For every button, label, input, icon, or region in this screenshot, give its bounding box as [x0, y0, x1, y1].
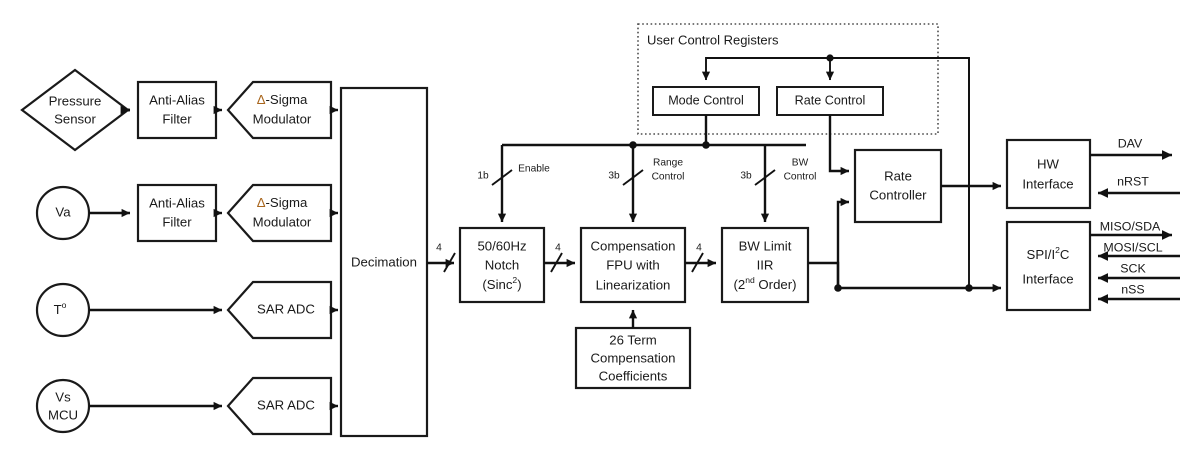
sar-adc-2: SAR ADC [226, 376, 333, 436]
signal-mosi-scl-label: MOSI/SCL [1103, 240, 1162, 254]
bw-bus-width-label: 3b [740, 171, 752, 182]
rate-control-register: Rate Control [776, 86, 884, 116]
anti-alias-filter-1: Anti-Alias Filter [136, 80, 218, 140]
range-signal-label-line1: Range [653, 158, 683, 169]
modulator1-label-line2: Modulator [253, 111, 312, 126]
external-signals: DAV nRST MISO/SDA MOSI/SCL SCK nSS [1090, 136, 1180, 304]
bw-signal-label-line1: BW [792, 158, 809, 169]
signal-nrst-label: nRST [1117, 174, 1149, 188]
enable-signal-label: Enable [518, 164, 550, 175]
modulator1-label-line1: Δ-Sigma [257, 92, 308, 107]
delta-sigma-modulator-1: Δ-Sigma Modulator [226, 80, 333, 140]
aaf1-label-line1: Anti-Alias [149, 92, 205, 107]
notch-filter-block: 50/60Hz Notch (Sinc2) [458, 226, 546, 304]
user-control-registers-label: User Control Registers [647, 32, 779, 47]
sar-adc-1: SAR ADC [226, 280, 333, 340]
modulator2-label-line2: Modulator [253, 214, 312, 229]
bus-width-label-b: 4 [555, 243, 561, 254]
bw-label-line2: IIR [757, 257, 774, 272]
sar-adc-1-label: SAR ADC [257, 301, 315, 316]
coeff-label-line1: 26 Term [609, 332, 656, 347]
spi-interface-label-line2: Interface [1022, 271, 1073, 286]
signal-nss-label: nSS [1121, 282, 1144, 296]
notch-label-line3: (Sinc2) [482, 275, 521, 292]
aaf2-label-line2: Filter [162, 214, 192, 229]
aaf2-label-line1: Anti-Alias [149, 195, 205, 210]
rate-controller-label-line2: Controller [869, 187, 927, 202]
delta-sigma-modulator-2: Δ-Sigma Modulator [226, 183, 333, 243]
notch-label-line1: 50/60Hz [477, 238, 526, 253]
user-control-registers-group: User Control Registers [637, 23, 939, 135]
junction-dot-register-bus [826, 54, 834, 62]
temperature-label: To [54, 300, 67, 317]
sar-adc-2-label: SAR ADC [257, 397, 315, 412]
va-label: Va [55, 204, 71, 219]
junction-dot-mode-control [702, 141, 710, 149]
spi-interface-label-line1: SPI/I2C [1027, 245, 1070, 262]
comp-label-line3: Linearization [596, 277, 671, 292]
bw-label-line1: BW Limit [739, 238, 792, 253]
bus-width-label-a: 4 [436, 243, 442, 254]
bw-label-line3: (2nd Order) [733, 275, 796, 292]
control-tap-bus: 1b Enable 3b Range Control 3b BW Control [477, 115, 817, 223]
range-bus-width-label: 3b [608, 171, 620, 182]
coeff-label-line2: Compensation [590, 350, 675, 365]
comp-label-line1: Compensation [590, 238, 675, 253]
rate-controller-label-line1: Rate [884, 168, 912, 183]
coeff-label-line3: Coefficients [599, 368, 668, 383]
vs-mcu-node: Vs MCU [35, 378, 91, 434]
comp-label-line2: FPU with [606, 257, 660, 272]
bw-output-bus [808, 261, 1002, 293]
bw-signal-label-line2: Control [784, 172, 817, 183]
aaf1-label-line2: Filter [162, 111, 192, 126]
compensation-coefficients-block: 26 Term Compensation Coefficients [574, 326, 692, 390]
modulator2-label-line1: Δ-Sigma [257, 195, 308, 210]
hw-interface-block: HW Interface [1005, 138, 1092, 210]
front-end-wires [89, 105, 339, 411]
anti-alias-filter-2: Anti-Alias Filter [136, 183, 218, 243]
spi-i2c-interface-block: SPI/I2C Interface [1005, 220, 1092, 312]
range-signal-label-line2: Control [652, 172, 685, 183]
mode-control-label[interactable]: Mode Control [668, 93, 744, 107]
enable-bus-width-label: 1b [477, 171, 489, 182]
rate-control-label[interactable]: Rate Control [795, 93, 866, 107]
vs-mcu-label-line1: Vs [55, 389, 71, 404]
hw-interface-label-line1: HW [1037, 156, 1060, 171]
vs-mcu-label-line2: MCU [48, 407, 78, 422]
mode-control-register: Mode Control [652, 86, 760, 116]
signal-sck-label: SCK [1120, 261, 1146, 275]
bus-width-label-c: 4 [696, 243, 702, 254]
signal-dav-label: DAV [1118, 136, 1143, 150]
va-node: Va [35, 185, 91, 241]
temperature-node: To [35, 282, 91, 338]
hw-interface-label-line2: Interface [1022, 176, 1073, 191]
decimation-label: Decimation [351, 254, 417, 269]
chain-wires: 4 4 4 [427, 243, 717, 328]
decimation-block: Decimation [339, 86, 429, 438]
pressure-sensor-node: Pressure Sensor [20, 68, 130, 152]
rate-controller-block: Rate Controller [853, 148, 943, 224]
junction-dot-bw-output [834, 284, 842, 292]
notch-label-line2: Notch [485, 257, 519, 272]
compensation-fpu-block: Compensation FPU with Linearization [579, 226, 687, 304]
pressure-sensor-label-line2: Sensor [54, 111, 96, 126]
signal-miso-sda-label: MISO/SDA [1100, 219, 1161, 233]
pressure-sensor-label-line1: Pressure [49, 93, 102, 108]
rate-controller-wires [828, 115, 850, 288]
bw-limit-iir-block: BW Limit IIR (2nd Order) [720, 226, 810, 304]
